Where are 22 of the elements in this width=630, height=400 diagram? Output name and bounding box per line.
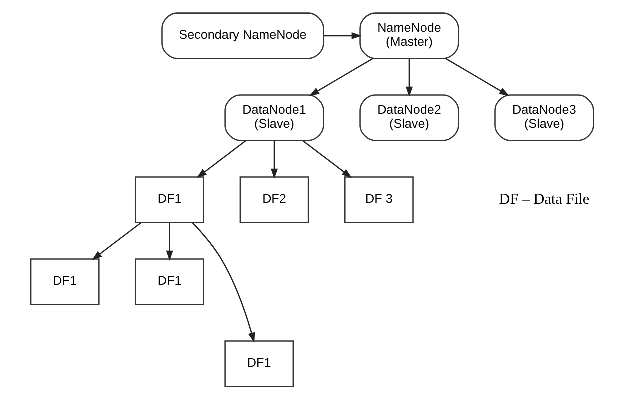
node-box: DF1 xyxy=(224,340,294,388)
node-box: DF 3 xyxy=(344,176,414,224)
node-box: DataNode1 (Slave) xyxy=(224,94,324,142)
node-box: DF1 xyxy=(30,258,100,306)
node-box: NameNode (Master) xyxy=(359,12,459,60)
arrow xyxy=(92,222,142,260)
node-box: Secondary NameNode xyxy=(161,12,324,60)
arrow xyxy=(405,59,413,97)
arrow xyxy=(445,58,510,96)
arrow xyxy=(323,32,362,40)
arrow xyxy=(308,58,373,96)
arrow xyxy=(302,140,352,178)
arrow xyxy=(270,141,278,179)
node-box: DF1 xyxy=(134,258,204,306)
arrow xyxy=(192,222,255,343)
node-box: DataNode3 (Slave) xyxy=(494,94,594,142)
arrow xyxy=(166,222,173,261)
node-box: DF1 xyxy=(134,176,204,224)
arrow xyxy=(196,140,246,178)
label: DF – Data File xyxy=(498,192,590,208)
node-box: DataNode2 (Slave) xyxy=(359,94,459,142)
node-box: DF2 xyxy=(239,176,309,224)
